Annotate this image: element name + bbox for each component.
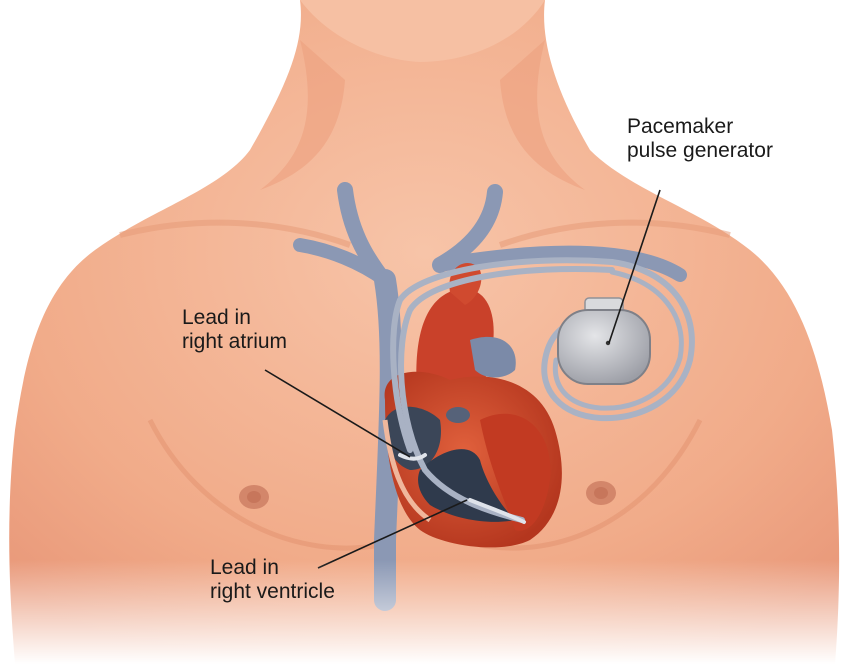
neck-edge-shadow [260, 40, 345, 190]
label-line: right atrium [182, 330, 288, 353]
label-line: Pacemaker [627, 115, 734, 138]
pulse-generator-device [557, 297, 651, 385]
lead-to-atrium [390, 257, 615, 453]
bottom-fade [0, 560, 846, 664]
heart-cut-edge [382, 419, 432, 523]
right-nipple-center [594, 487, 608, 499]
lead-atrium-tip [398, 453, 427, 461]
pacemaker-leads [390, 257, 695, 524]
lead-ventricle-tip [468, 498, 526, 524]
label-line: Lead in [210, 556, 279, 579]
label-line: Lead in [182, 306, 251, 329]
brachiocephalic-vein [433, 245, 687, 282]
device-body [557, 309, 651, 385]
heart [382, 263, 562, 548]
label-line: pulse generator [627, 139, 773, 162]
leader-atrium [264, 369, 411, 458]
lead-to-ventricle [398, 265, 615, 523]
leader-ventricle [317, 499, 468, 569]
lead-coil-outer [541, 259, 695, 422]
right-ventricle-chamber [418, 449, 515, 522]
lead-coil-inner [552, 269, 684, 411]
label-lead-right-ventricle: Lead in right ventricle [210, 556, 335, 604]
neck-edge-shadow-right [500, 40, 585, 190]
neck-shadow [300, 0, 545, 62]
pectoral-contour-right [479, 418, 703, 551]
right-collarbone [498, 219, 731, 248]
left-nipple-center [247, 491, 261, 503]
pectoral-contour-left [147, 418, 381, 551]
left-collarbone [119, 219, 352, 248]
leader-lines [264, 189, 661, 569]
left-ventricle [480, 413, 551, 531]
tricuspid-valve [446, 407, 470, 423]
label-pulse-generator: Pacemaker pulse generator [627, 115, 773, 163]
label-lead-right-atrium: Lead in right atrium [182, 306, 287, 354]
label-line: right ventricle [210, 580, 335, 603]
pulmonary-trunk [470, 336, 516, 378]
leader-generator [608, 189, 661, 344]
